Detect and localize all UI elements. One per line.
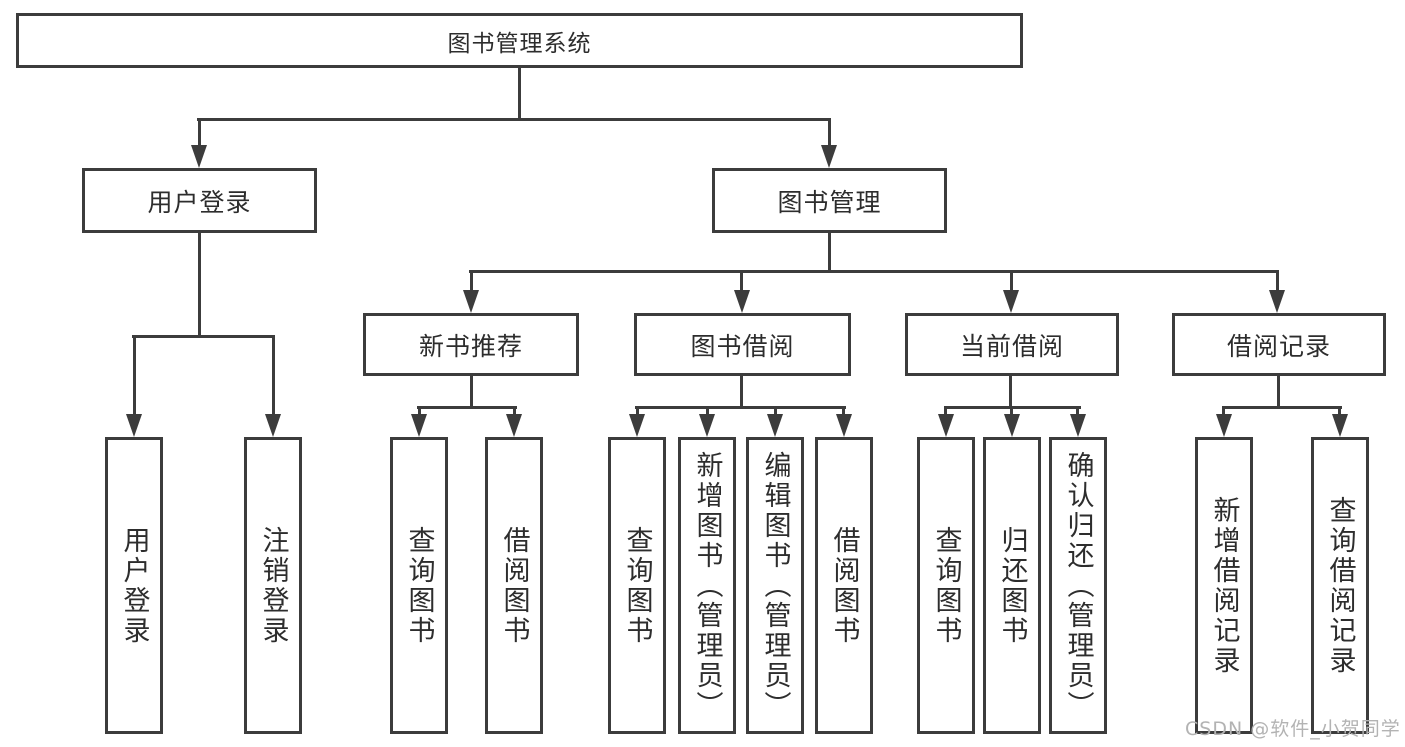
node-current-borrow: 当前借阅 <box>905 313 1119 376</box>
arrowhead-book-management <box>821 145 837 168</box>
connector-drop-borrow-query <box>636 406 639 418</box>
node-root: 图书管理系统 <box>16 13 1023 68</box>
connector-drop-current-return <box>1010 406 1013 418</box>
connector-drop-records-query <box>1338 406 1341 418</box>
node-book-management-label: 图书管理 <box>777 187 882 217</box>
leaf-user-login: 用户登录 <box>105 437 163 734</box>
connector-drop-records-add <box>1222 406 1225 418</box>
connector-drop-borrow-edit <box>774 406 777 418</box>
arrowhead-user-login <box>191 145 207 168</box>
connector-drop-borrow-borrow <box>842 406 845 418</box>
connector-drop-leaf-user-login <box>133 335 136 419</box>
arrowhead-records-query <box>1332 414 1348 437</box>
connector-drop-current-confirm <box>1076 406 1079 418</box>
connector-drop-new-book-recommend <box>470 270 473 293</box>
leaf-borrow-query: 查询图书 <box>608 437 666 734</box>
node-borrow-records-label: 借阅记录 <box>1226 331 1331 361</box>
connector-borrow-stem <box>740 376 743 409</box>
connector-book-management-branch <box>469 270 1279 273</box>
csdn-watermark: CSDN @软件_小贺同学 <box>1185 718 1401 740</box>
leaf-borrow-edit-label: 编辑图书（管理员） <box>759 450 791 721</box>
connector-root-trunk <box>518 68 521 121</box>
connector-recommend-stem <box>470 376 473 409</box>
connector-drop-recommend-borrow <box>513 406 516 418</box>
connector-current-stem <box>1009 376 1012 409</box>
arrowhead-current-borrow <box>1003 290 1019 313</box>
leaf-records-add: 新增借阅记录 <box>1195 437 1253 734</box>
node-user-login-label: 用户登录 <box>147 187 252 217</box>
node-book-borrow-label: 图书借阅 <box>690 331 795 361</box>
connector-drop-book-borrow <box>740 270 743 293</box>
arrowhead-new-book-recommend <box>463 290 479 313</box>
connector-records-stem <box>1277 376 1280 409</box>
connector-borrow-branch <box>635 406 846 409</box>
connector-drop-recommend-query <box>418 406 421 418</box>
connector-drop-book-management <box>828 118 831 148</box>
arrowhead-borrow-query <box>629 414 645 437</box>
arrowhead-borrow-records <box>1269 290 1285 313</box>
connector-user-login-stem <box>198 233 201 338</box>
leaf-records-add-label: 新增借阅记录 <box>1208 495 1240 676</box>
leaf-current-query: 查询图书 <box>917 437 975 734</box>
leaf-recommend-borrow-label: 借阅图书 <box>498 525 530 646</box>
node-book-borrow: 图书借阅 <box>634 313 851 376</box>
leaf-borrow-add: 新增图书（管理员） <box>678 437 736 734</box>
node-user-login: 用户登录 <box>82 168 317 233</box>
connector-root-branch <box>197 118 831 121</box>
leaf-borrow-edit: 编辑图书（管理员） <box>746 437 804 734</box>
arrowhead-borrow-edit <box>767 414 783 437</box>
node-book-management: 图书管理 <box>712 168 947 233</box>
arrowhead-leaf-logout <box>265 414 281 437</box>
arrowhead-leaf-user-login <box>126 414 142 437</box>
arrowhead-current-return <box>1004 414 1020 437</box>
node-borrow-records: 借阅记录 <box>1172 313 1386 376</box>
connector-drop-borrow-records <box>1276 270 1279 293</box>
leaf-current-return-label: 归还图书 <box>996 525 1028 646</box>
leaf-user-login-label: 用户登录 <box>118 525 150 646</box>
connector-records-branch <box>1222 406 1342 409</box>
connector-book-management-stem <box>828 233 831 273</box>
connector-drop-leaf-logout <box>272 335 275 419</box>
node-root-label: 图书管理系统 <box>447 30 592 57</box>
connector-recommend-branch <box>417 406 517 409</box>
leaf-borrow-borrow: 借阅图书 <box>815 437 873 734</box>
node-new-book-recommend-label: 新书推荐 <box>418 331 523 361</box>
leaf-logout: 注销登录 <box>244 437 302 734</box>
connector-drop-current-borrow <box>1010 270 1013 293</box>
arrowhead-recommend-borrow <box>506 414 522 437</box>
leaf-current-query-label: 查询图书 <box>930 525 962 646</box>
connector-drop-borrow-add <box>706 406 709 418</box>
leaf-records-query-label: 查询借阅记录 <box>1324 495 1356 676</box>
node-new-book-recommend: 新书推荐 <box>363 313 579 376</box>
arrowhead-records-add <box>1216 414 1232 437</box>
leaf-borrow-query-label: 查询图书 <box>621 525 653 646</box>
arrowhead-recommend-query <box>411 414 427 437</box>
leaf-recommend-borrow: 借阅图书 <box>485 437 543 734</box>
arrowhead-borrow-borrow <box>836 414 852 437</box>
leaf-current-confirm: 确认归还（管理员） <box>1049 437 1107 734</box>
leaf-records-query: 查询借阅记录 <box>1311 437 1369 734</box>
connector-drop-current-query <box>944 406 947 418</box>
arrowhead-current-confirm <box>1070 414 1086 437</box>
leaf-borrow-add-label: 新增图书（管理员） <box>691 450 723 721</box>
leaf-current-confirm-label: 确认归还（管理员） <box>1062 450 1094 721</box>
leaf-current-return: 归还图书 <box>983 437 1041 734</box>
connector-drop-user-login <box>198 118 201 148</box>
arrowhead-borrow-add <box>699 414 715 437</box>
leaf-logout-label: 注销登录 <box>257 525 289 646</box>
leaf-recommend-query-label: 查询图书 <box>403 525 435 646</box>
arrowhead-book-borrow <box>734 290 750 313</box>
arrowhead-current-query <box>938 414 954 437</box>
node-current-borrow-label: 当前借阅 <box>959 331 1064 361</box>
connector-user-login-branch <box>132 335 275 338</box>
leaf-borrow-borrow-label: 借阅图书 <box>828 525 860 646</box>
leaf-recommend-query: 查询图书 <box>390 437 448 734</box>
